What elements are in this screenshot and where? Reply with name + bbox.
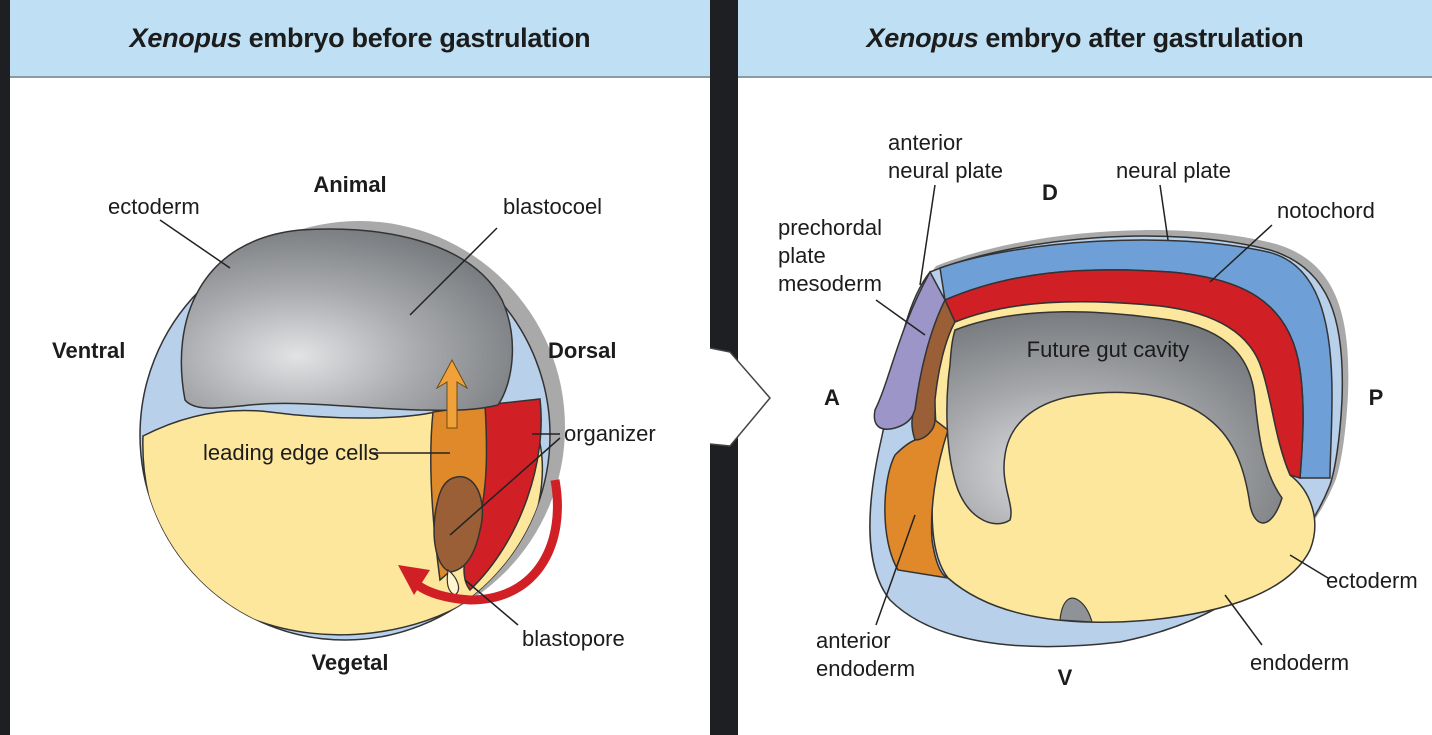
- label-notochord: notochord: [1277, 198, 1375, 223]
- label-anterior-endo-2: endoderm: [816, 656, 915, 681]
- label-neural-plate-anterior-2: neural plate: [888, 158, 1003, 183]
- label-dorsal: Dorsal: [548, 338, 616, 363]
- label-plate: plate: [778, 243, 826, 268]
- label-organizer: organizer: [564, 421, 656, 446]
- label-a: A: [824, 385, 840, 410]
- label-leading-edge-cells: leading edge cells: [203, 440, 379, 465]
- transition-arrow-icon: [710, 348, 770, 446]
- label-neural-plate: neural plate: [1116, 158, 1231, 183]
- right-embryo: [870, 230, 1348, 647]
- label-endoderm: endoderm: [1250, 650, 1349, 675]
- label-animal: Animal: [313, 172, 386, 197]
- label-blastocoel: blastocoel: [503, 194, 602, 219]
- label-ectoderm-left: ectoderm: [108, 194, 200, 219]
- label-anterior-endo-1: anterior: [816, 628, 891, 653]
- label-p: P: [1369, 385, 1384, 410]
- label-v: V: [1058, 665, 1073, 690]
- label-anterior-1: anterior: [888, 130, 963, 155]
- label-mesoderm: mesoderm: [778, 271, 882, 296]
- label-vegetal: Vegetal: [311, 650, 388, 675]
- label-prechordal: prechordal: [778, 215, 882, 240]
- left-embryo: [140, 221, 565, 640]
- label-future-gut-cavity: Future gut cavity: [1027, 337, 1190, 362]
- label-ectoderm-right: ectoderm: [1326, 568, 1418, 593]
- label-blastopore: blastopore: [522, 626, 625, 651]
- label-d: D: [1042, 180, 1058, 205]
- label-ventral: Ventral: [52, 338, 125, 363]
